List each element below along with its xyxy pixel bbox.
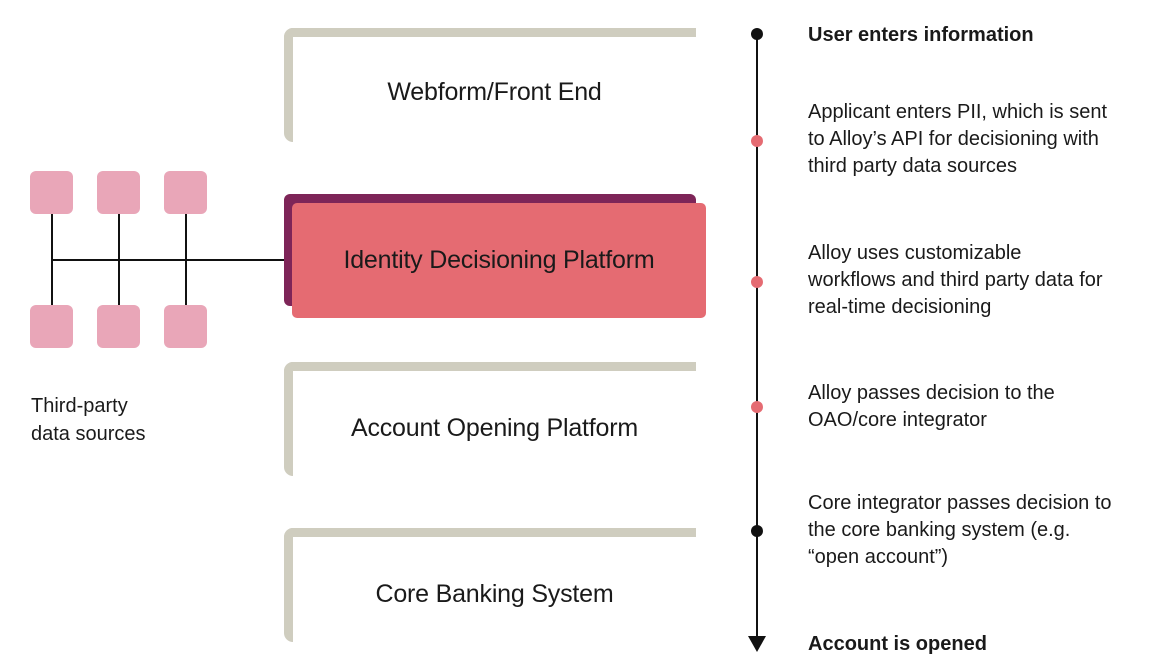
arrow-down-icon bbox=[748, 636, 766, 652]
timeline-start-label: User enters information bbox=[808, 24, 1034, 46]
layer-frame bbox=[284, 28, 293, 142]
data-source-node bbox=[30, 305, 73, 348]
identity-platform-layer: Identity Decisioning Platform bbox=[292, 203, 706, 318]
timeline-dot bbox=[751, 401, 763, 413]
timeline-step: Applicant enters PII, which is sent to A… bbox=[808, 101, 1108, 177]
timeline-dot bbox=[751, 525, 763, 537]
timeline-end-label: Account is opened bbox=[808, 633, 987, 655]
timeline-step: Core integrator passes decision to the c… bbox=[808, 492, 1112, 568]
sources-caption-line: Third-party bbox=[31, 395, 128, 417]
layer-frame bbox=[284, 28, 696, 37]
identity-platform-label: Identity Decisioning Platform bbox=[343, 246, 655, 274]
data-source-node bbox=[97, 305, 140, 348]
data-source-node bbox=[164, 171, 207, 214]
layer-frame bbox=[284, 528, 293, 642]
sources-branch-line bbox=[51, 206, 53, 316]
sources-caption: Third-party data sources bbox=[31, 392, 146, 448]
timeline-step: Alloy uses customizable workflows and th… bbox=[808, 242, 1103, 318]
webform-layer: Webform/Front End bbox=[284, 28, 696, 142]
timeline-step: Alloy passes decision to the OAO/core in… bbox=[808, 382, 1055, 431]
webform-label: Webform/Front End bbox=[387, 78, 602, 106]
core-banking-label: Core Banking System bbox=[375, 580, 614, 608]
data-source-node bbox=[164, 305, 207, 348]
sources-trunk-line bbox=[51, 259, 286, 261]
layer-frame bbox=[284, 362, 293, 476]
timeline-dot bbox=[751, 135, 763, 147]
layer-frame bbox=[284, 362, 696, 371]
account-opening-label: Account Opening Platform bbox=[350, 414, 639, 442]
timeline-dot bbox=[751, 276, 763, 288]
data-source-node bbox=[30, 171, 73, 214]
timeline-dot-start bbox=[751, 28, 763, 40]
layer-frame bbox=[284, 528, 696, 537]
data-source-node bbox=[97, 171, 140, 214]
account-opening-layer: Account Opening Platform bbox=[284, 362, 696, 476]
timeline-line bbox=[756, 33, 758, 638]
sources-branch-line bbox=[185, 206, 187, 316]
sources-caption-line: data sources bbox=[31, 423, 146, 445]
core-banking-layer: Core Banking System bbox=[284, 528, 696, 642]
sources-branch-line bbox=[118, 206, 120, 316]
